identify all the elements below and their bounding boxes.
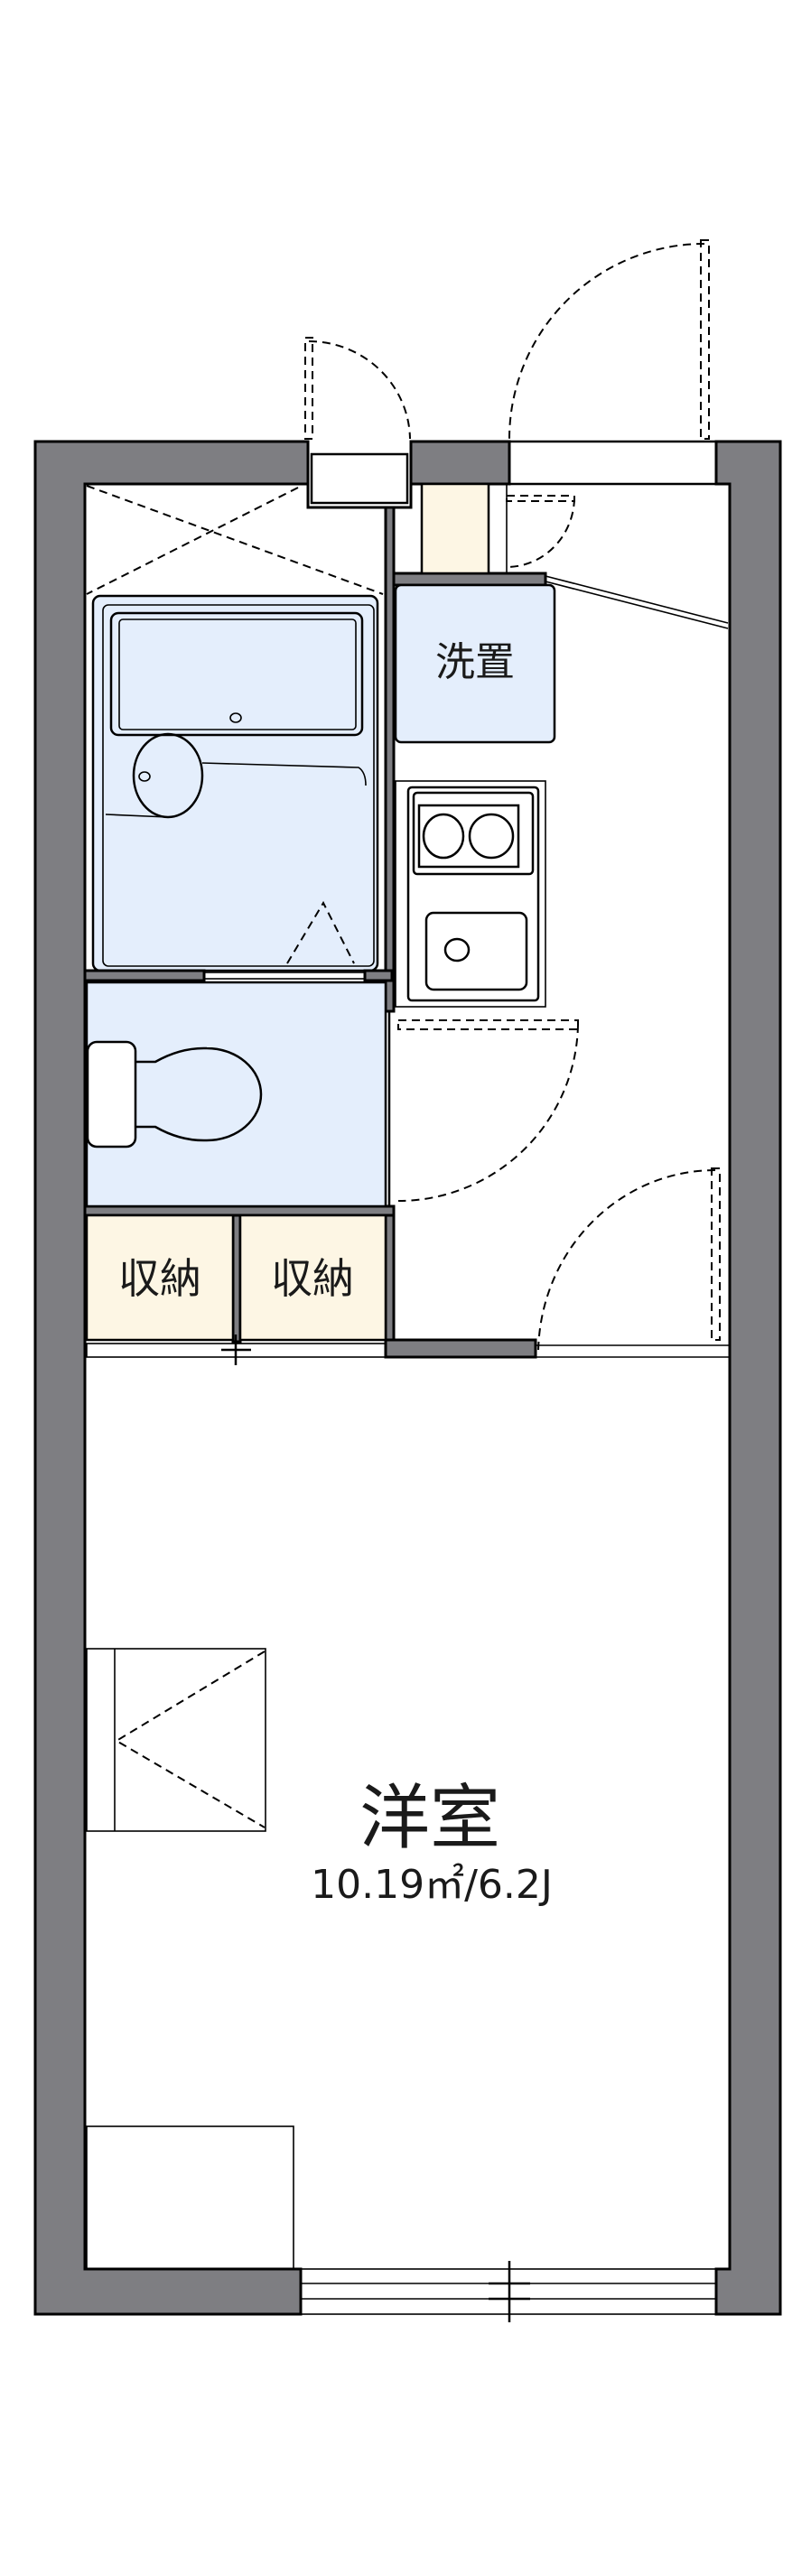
- burner-icon: [468, 813, 515, 860]
- toilet-tank: [86, 1040, 137, 1149]
- balcony-window[interactable]: [300, 2261, 717, 2322]
- burner-icon: [422, 813, 465, 860]
- entrance-area: [420, 482, 729, 629]
- storage-label-2: 収納: [271, 1254, 354, 1303]
- kitchen: [395, 780, 546, 1008]
- entrance-door[interactable]: [508, 239, 716, 486]
- kitchen-sink: [424, 911, 528, 991]
- washer-label: 洗置: [435, 639, 515, 685]
- cabinet: [86, 2125, 294, 2270]
- toilet-bowl: [135, 1046, 263, 1142]
- stove: [412, 791, 535, 876]
- washer-space: 洗置: [394, 583, 556, 744]
- bathroom: [86, 485, 384, 972]
- top-window: [310, 452, 409, 505]
- bathtub: [109, 611, 364, 737]
- unit-bath: [91, 594, 379, 972]
- room-size: 10.19㎡/6.2J: [311, 1862, 553, 1908]
- room-door[interactable]: [397, 1019, 579, 1202]
- drain-icon: [229, 712, 242, 723]
- small-top-door[interactable]: [304, 337, 411, 440]
- toilet-room: [85, 981, 387, 1208]
- drain-icon: [443, 937, 471, 963]
- closet: [86, 1648, 266, 1832]
- corridor-door[interactable]: [536, 1167, 730, 1358]
- shoe-box: [420, 482, 490, 575]
- storage-label-1: 収納: [118, 1254, 201, 1303]
- storage: 収納 収納: [85, 1214, 387, 1365]
- room-label: 洋室: [359, 1778, 500, 1859]
